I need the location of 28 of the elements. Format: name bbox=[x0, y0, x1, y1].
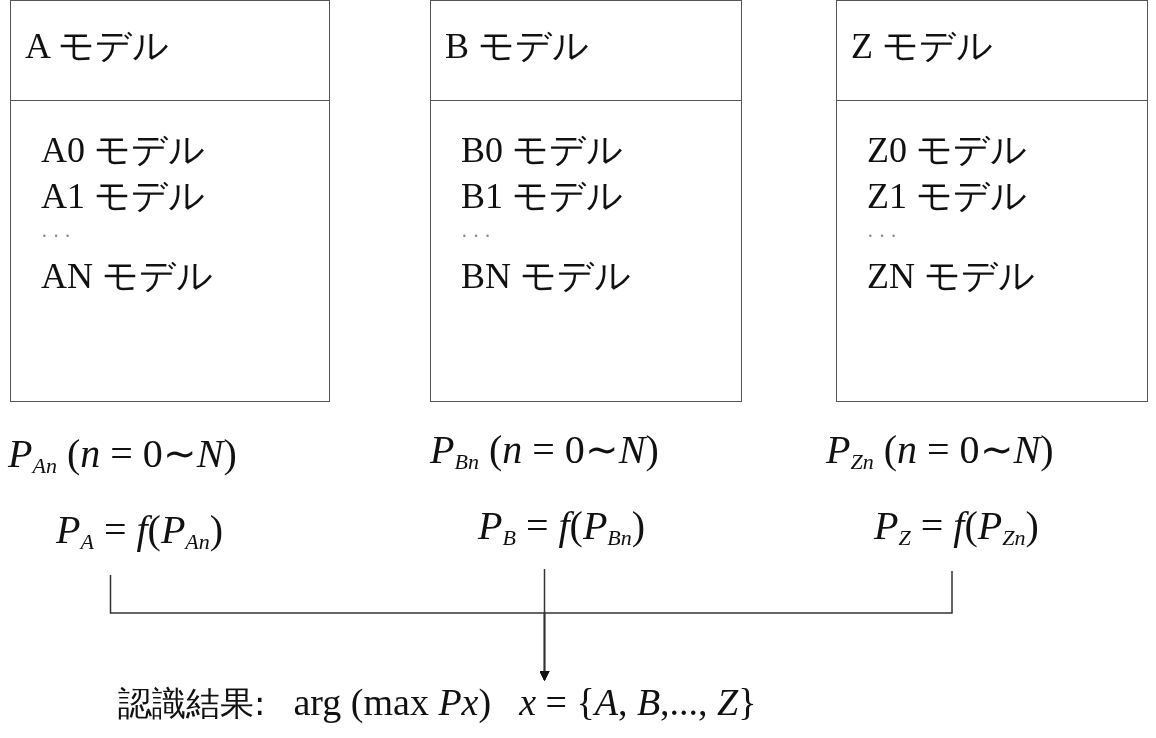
formula-text: P$_{An}$ (n = 0∼N) bbox=[8, 430, 237, 480]
formula-text: P$_{A}$ = f(P$_{An}$) bbox=[55, 505, 225, 555]
ellipsis: · · · bbox=[461, 224, 492, 249]
model-label: BN モデル bbox=[461, 255, 632, 298]
model-label: B1 モデル bbox=[461, 175, 624, 218]
model-label: ZN モデル bbox=[867, 255, 1036, 298]
box-title: A モデル bbox=[25, 25, 170, 68]
connector-arrow bbox=[539, 570, 953, 681]
model-label: Z0 モデル bbox=[867, 129, 1028, 172]
model-box bbox=[10, 0, 330, 402]
formula-text: P$_{Z}$ = f(P$_{Zn}$) bbox=[873, 501, 1040, 551]
formula-text: P$_{B}$ = f(P$_{Bn}$) bbox=[477, 501, 647, 551]
model-box bbox=[430, 0, 742, 402]
model-label: A0 モデル bbox=[41, 129, 206, 172]
box-title: Z モデル bbox=[851, 25, 994, 68]
model-box bbox=[836, 0, 1148, 402]
model-label: A1 モデル bbox=[41, 175, 206, 218]
formula-text: P$_{Bn}$ (n = 0∼N) bbox=[430, 426, 659, 476]
formula-text: x = {A, B,..., Z} bbox=[519, 681, 757, 723]
model-label: AN モデル bbox=[41, 255, 214, 298]
ellipsis: · · · bbox=[867, 224, 898, 249]
ellipsis: · · · bbox=[41, 224, 72, 249]
formula-text: arg (max Px) bbox=[293, 681, 492, 723]
model-label: Z1 モデル bbox=[867, 175, 1028, 218]
box-title: B モデル bbox=[445, 25, 590, 68]
model-label: B0 モデル bbox=[461, 129, 624, 172]
result-label: 認識結果: bbox=[118, 683, 266, 723]
formula-text: P$_{Zn}$ (n = 0∼N) bbox=[826, 426, 1054, 476]
